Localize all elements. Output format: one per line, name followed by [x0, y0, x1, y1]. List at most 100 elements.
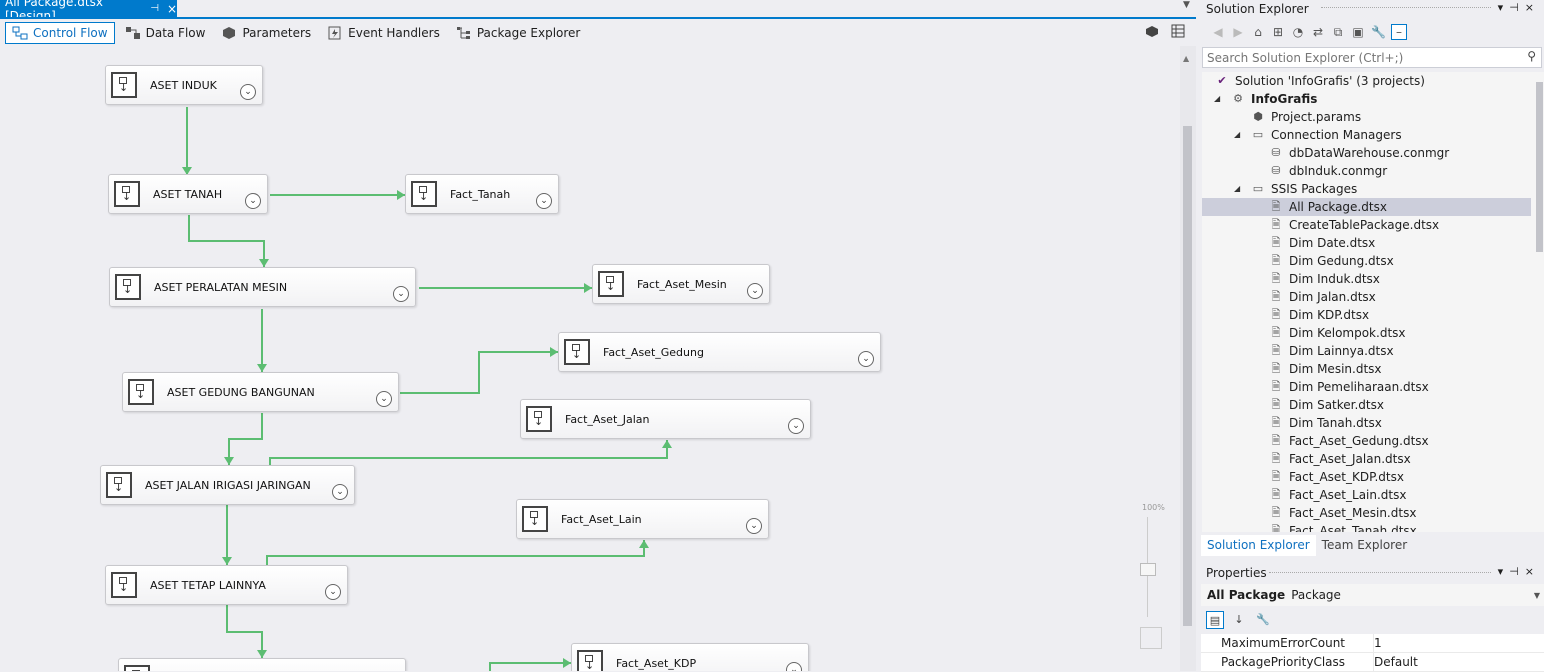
pane-divider[interactable] — [1201, 557, 1544, 563]
task-aset-tanah[interactable]: ASET TANAH⌄ — [108, 174, 268, 214]
solution-tree-scrollbar[interactable] — [1535, 72, 1544, 532]
preview-selected-icon[interactable]: – — [1391, 24, 1407, 40]
expand-chevron-icon[interactable]: ⌄ — [332, 484, 348, 500]
zoom-control[interactable]: 100% — [1138, 503, 1165, 653]
tree-node[interactable]: 🗎Dim Gedung.dtsx — [1202, 252, 1535, 270]
scroll-up-arrow-icon[interactable]: ▲ — [1183, 54, 1190, 63]
switch-views-icon[interactable]: ⊞ — [1272, 25, 1284, 39]
canvas-vertical-scrollbar[interactable]: ▲ — [1180, 46, 1196, 671]
tree-node[interactable]: 🗎CreateTablePackage.dtsx — [1202, 216, 1535, 234]
tree-node[interactable]: 🗎Fact_Aset_Tanah.dtsx — [1202, 522, 1535, 532]
property-row[interactable]: PackagePriorityClass Default — [1201, 653, 1544, 672]
task-fact-aset-gedung[interactable]: Fact_Aset_Gedung⌄ — [558, 332, 881, 372]
task-aset-gedung-bangunan[interactable]: ASET GEDUNG BANGUNAN⌄ — [122, 372, 399, 412]
tab-data-flow[interactable]: Data Flow — [119, 22, 212, 44]
pending-changes-filter-icon[interactable]: ◔ — [1292, 25, 1304, 39]
properties-object-selector[interactable]: All Package Package ▼ — [1201, 584, 1544, 606]
tab-dropdown-icon[interactable]: ▼ — [1183, 0, 1190, 10]
toolbox-icon[interactable] — [1145, 24, 1159, 38]
tree-node[interactable]: ◢▭Connection Managers — [1202, 126, 1535, 144]
tree-node[interactable]: ✔Solution 'InfoGrafis' (3 projects) — [1202, 72, 1535, 90]
task-fact-aset-jalan[interactable]: Fact_Aset_Jalan⌄ — [520, 399, 811, 439]
solution-explorer-search[interactable]: ⚲ — [1202, 47, 1542, 68]
forward-icon[interactable]: ▶ — [1233, 25, 1243, 39]
categorized-icon[interactable]: ▤ — [1206, 611, 1224, 629]
property-value[interactable]: 1 — [1373, 634, 1382, 652]
tree-node[interactable]: 🗎Dim Date.dtsx — [1202, 234, 1535, 252]
expand-arrow-icon[interactable]: ◢ — [1234, 184, 1241, 193]
tab-package-explorer[interactable]: Package Explorer — [450, 22, 587, 44]
task-aset-jalan-irigasi-jaringan[interactable]: ASET JALAN IRIGASI JARINGAN⌄ — [100, 465, 355, 505]
window-controls[interactable]: ▾⊣× — [1497, 565, 1540, 578]
expand-chevron-icon[interactable]: ⌄ — [747, 283, 763, 299]
chevron-down-icon[interactable]: ▼ — [1533, 590, 1540, 600]
tab-solution-explorer[interactable]: Solution Explorer — [1201, 534, 1316, 556]
variables-grid-icon[interactable] — [1171, 24, 1185, 38]
window-controls[interactable]: ▾⊣× — [1497, 1, 1540, 14]
show-all-files-icon[interactable]: ▣ — [1352, 25, 1364, 39]
task-fact-aset-kdp[interactable]: Fact_Aset_KDP⌄ — [571, 643, 809, 671]
properties-wrench-icon[interactable]: 🔧 — [1371, 25, 1386, 39]
task-partial[interactable]: ⌄ — [118, 658, 406, 671]
close-icon[interactable]: × — [166, 1, 177, 16]
precedence-constraint-7[interactable] — [228, 413, 263, 465]
pin-icon[interactable]: ⊣ — [150, 3, 159, 14]
tree-node[interactable]: 🗎Dim Tanah.dtsx — [1202, 414, 1535, 432]
control-flow-canvas[interactable]: ASET INDUK⌄ ASET TANAH⌄ Fact_Tanah⌄ ASET PE… — [0, 46, 1180, 671]
tree-node[interactable]: 🗎Fact_Aset_Gedung.dtsx — [1202, 432, 1535, 450]
tab-parameters[interactable]: Parameters — [215, 22, 317, 44]
collapse-all-icon[interactable]: ⧉ — [1333, 24, 1343, 39]
back-icon[interactable]: ◀ — [1213, 25, 1223, 39]
document-tab[interactable]: All Package.dtsx [Design] ⊣ × — [0, 0, 177, 23]
tree-node[interactable]: 🗎Fact_Aset_KDP.dtsx — [1202, 468, 1535, 486]
precedence-constraint-11[interactable] — [226, 605, 263, 658]
tree-node[interactable]: ⛁dbDataWarehouse.conmgr — [1202, 144, 1535, 162]
expand-chevron-icon[interactable]: ⌄ — [786, 662, 802, 671]
precedence-constraint-6[interactable] — [400, 351, 558, 394]
zoom-slider-knob[interactable] — [1140, 563, 1156, 576]
tree-node[interactable]: 🗎Dim Jalan.dtsx — [1202, 288, 1535, 306]
expand-chevron-icon[interactable]: ⌄ — [325, 584, 341, 600]
tree-node[interactable]: ◢▭SSIS Packages — [1202, 180, 1535, 198]
property-pages-wrench-icon[interactable]: 🔧 — [1256, 613, 1270, 626]
scrollbar-thumb[interactable] — [1536, 82, 1543, 252]
tree-node[interactable]: 🗎Dim Induk.dtsx — [1202, 270, 1535, 288]
tree-node[interactable]: 🗎Dim Satker.dtsx — [1202, 396, 1535, 414]
expand-chevron-icon[interactable]: ⌄ — [788, 418, 804, 434]
expand-chevron-icon[interactable]: ⌄ — [240, 84, 256, 100]
scrollbar-thumb[interactable] — [1183, 126, 1192, 626]
task-aset-peralatan-mesin[interactable]: ASET PERALATAN MESIN⌄ — [109, 267, 416, 307]
tree-node[interactable]: 🗎Fact_Aset_Mesin.dtsx — [1202, 504, 1535, 522]
property-row[interactable]: MaximumErrorCount 1 — [1201, 634, 1544, 653]
tree-node[interactable]: 🗎Dim Kelompok.dtsx — [1202, 324, 1535, 342]
precedence-constraint-10[interactable] — [266, 540, 645, 565]
task-fact-aset-mesin[interactable]: Fact_Aset_Mesin⌄ — [592, 264, 770, 304]
expand-chevron-icon[interactable]: ⌄ — [245, 193, 261, 209]
home-icon[interactable]: ⌂ — [1254, 25, 1262, 39]
panel-splitter[interactable] — [1196, 0, 1201, 671]
tab-team-explorer[interactable]: Team Explorer — [1321, 538, 1408, 552]
zoom-fit-button[interactable] — [1140, 627, 1162, 649]
expand-arrow-icon[interactable]: ◢ — [1234, 130, 1241, 139]
expand-chevron-icon[interactable]: ⌄ — [376, 391, 392, 407]
task-aset-induk[interactable]: ASET INDUK⌄ — [105, 65, 263, 105]
tree-node[interactable]: 🗎Fact_Aset_Lain.dtsx — [1202, 486, 1535, 504]
property-value[interactable]: Default — [1373, 653, 1418, 671]
tab-control-flow[interactable]: Control Flow — [5, 21, 115, 44]
expand-chevron-icon[interactable]: ⌄ — [746, 518, 762, 534]
tree-node[interactable]: 🗎Dim Pemeliharaan.dtsx — [1202, 378, 1535, 396]
expand-chevron-icon[interactable]: ⌄ — [536, 193, 552, 209]
tree-node[interactable]: 🗎Dim Lainnya.dtsx — [1202, 342, 1535, 360]
precedence-constraint-12[interactable] — [489, 662, 571, 671]
tree-node[interactable]: ◢⚙InfoGrafis — [1202, 90, 1535, 108]
alphabetical-icon[interactable]: ↓ — [1234, 613, 1244, 626]
expand-chevron-icon[interactable]: ⌄ — [393, 286, 409, 302]
expand-arrow-icon[interactable]: ◢ — [1214, 94, 1221, 103]
precedence-constraint-3[interactable] — [188, 215, 265, 267]
tree-node[interactable]: 🗎All Package.dtsx — [1202, 198, 1531, 216]
task-fact-tanah[interactable]: Fact_Tanah⌄ — [405, 174, 559, 214]
tree-node[interactable]: ⬢Project.params — [1202, 108, 1535, 126]
precedence-constraint-8[interactable] — [269, 440, 668, 465]
search-icon[interactable]: ⚲ — [1527, 49, 1536, 63]
expand-chevron-icon[interactable]: ⌄ — [858, 351, 874, 367]
